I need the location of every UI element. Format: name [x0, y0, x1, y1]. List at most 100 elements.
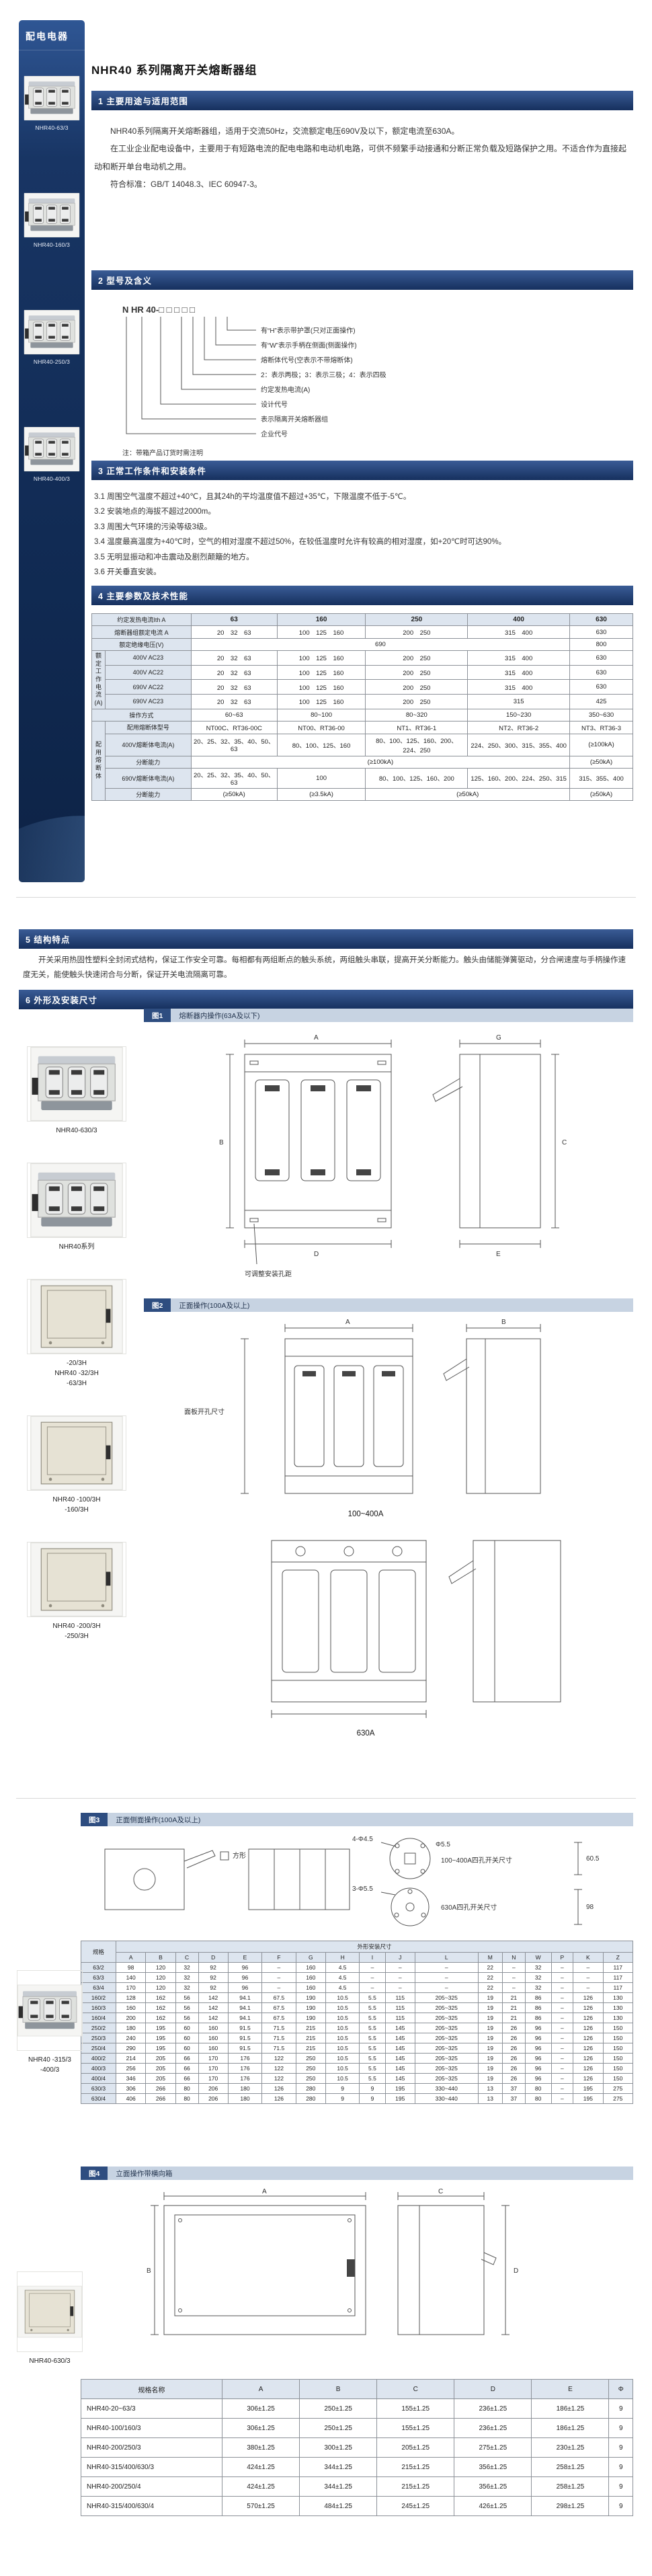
table-cell: 206: [198, 2093, 229, 2104]
table-cell: 250±1.25: [299, 2418, 378, 2438]
table-cell: 250±1.25: [299, 2398, 378, 2419]
table-cell: 20 32 63: [190, 664, 278, 680]
bottom-block: 图3 正面侧面操作(100A及以上) 方形 4-Φ4.5: [0, 1809, 652, 2569]
fig1-text: A B C D E G 可调整安装孔距: [219, 1034, 567, 1278]
table-header-cell: B: [299, 2379, 378, 2399]
table-cell: 142: [198, 1992, 229, 2003]
table-cell: –: [501, 1962, 526, 1973]
table-cell: 19: [477, 1992, 503, 2003]
dim-label: 98: [586, 1904, 594, 1911]
table-cell: 22: [477, 1982, 503, 1993]
table-label-cell: 63/3: [81, 1972, 116, 1983]
holes-label: 4-Φ4.5: [352, 1836, 373, 1843]
table-cell: 26: [501, 2023, 526, 2033]
table-cell: 315 400: [467, 679, 571, 695]
fig3-tag: 图3: [81, 1813, 108, 1826]
sidebar-decoration: [19, 754, 85, 882]
table-cell: 215±1.25: [376, 2476, 455, 2497]
table-label-cell: 熔断器组额定电流 A: [91, 625, 192, 639]
table-cell: 5.5: [359, 2073, 386, 2084]
table-header-cell: Z: [602, 1952, 634, 1963]
table-cell: (≥100kA): [190, 755, 571, 769]
table-cell: 306±1.25: [221, 2418, 300, 2438]
model-label: 表示隔离开关熔断器组: [261, 415, 328, 424]
table-label-cell: NHR40-200/250/3: [81, 2437, 222, 2458]
table-cell: 145: [384, 2053, 415, 2064]
table-cell: 19: [477, 2063, 503, 2074]
table-cell: 356±1.25: [454, 2476, 532, 2497]
table-cell: 92: [198, 1982, 229, 1993]
table-cell: 258±1.25: [531, 2476, 610, 2497]
paragraph: NHR40系列隔离开关熔断器组，适用于交流50Hz，交流额定电压690V及以下，…: [110, 126, 460, 136]
table-header-cell: E: [227, 1952, 263, 1963]
table-cell: 10.5: [325, 2033, 360, 2043]
fig4-tag: 图4: [81, 2167, 108, 2180]
table-cell: 200 250: [365, 664, 468, 680]
fig1-header: 图1 熔断器内操作(63A及以下): [144, 1009, 633, 1022]
table-cell: 117: [602, 1962, 634, 1973]
table-header-cell: A: [115, 1952, 147, 1963]
table-label-cell: 250/2: [81, 2023, 116, 2033]
table-cell: 22: [477, 1962, 503, 1973]
table-cell: 21: [501, 2002, 526, 2013]
table-cell: 186±1.25: [531, 2398, 610, 2419]
table-cell: 155±1.25: [376, 2418, 455, 2438]
table-cell: –: [551, 2073, 574, 2084]
table-cell: 406: [115, 2093, 147, 2104]
table-header-cell: C: [175, 1952, 199, 1963]
dim-label: B: [219, 1139, 224, 1146]
table-cell: 425: [569, 694, 633, 709]
table-header-cell: 160: [276, 613, 366, 626]
table-cell: –: [551, 1982, 574, 1993]
table-header-cell: 规格名称: [81, 2379, 222, 2399]
divider: [16, 897, 636, 898]
table-label-cell: 160/2: [81, 1992, 116, 2003]
table-cell: 236±1.25: [454, 2418, 532, 2438]
table-cell: –: [414, 1972, 479, 1983]
table-cell: 5.5: [359, 2002, 386, 2013]
table-cell: NT2、RT36-2: [467, 720, 571, 734]
table-cell: 86: [524, 1992, 552, 2003]
table-cell: 67.5: [261, 1992, 296, 2003]
table-cell: 128: [115, 1992, 147, 2003]
hole-label: Φ5.5: [436, 1841, 450, 1848]
table-cell: 484±1.25: [299, 2496, 378, 2516]
fig4-header: 图4 立面操作带横向箱: [81, 2167, 633, 2180]
table-cell: 145: [384, 2033, 415, 2043]
product-photo: [24, 310, 80, 354]
table-cell: 20 32 63: [190, 650, 278, 666]
table-cell: 145: [384, 2063, 415, 2074]
table-cell: 344±1.25: [299, 2457, 378, 2477]
table-header-cell: I: [359, 1952, 386, 1963]
table-cell: –: [384, 1962, 415, 1973]
table-cell: 67.5: [261, 2013, 296, 2023]
table-label-cell: 操作方式: [91, 708, 192, 721]
table-cell: 26: [501, 2073, 526, 2084]
table-cell: 214: [115, 2053, 147, 2064]
product-caption: NHR40 -315/3-400/3: [28, 2056, 71, 2074]
table-cell: 130: [602, 2002, 634, 2013]
dim-label: E: [496, 1251, 501, 1258]
model-diagram-text: N HR 40-□ □ □ □ □ 有“H”表示带护罩(只对正面操作) 有“W”…: [122, 305, 386, 457]
table-label-cell: 630/3: [81, 2083, 116, 2094]
table-cell: 315 400: [467, 625, 571, 639]
table-cell: 26: [501, 2063, 526, 2074]
table-cell: 56: [175, 2002, 199, 2013]
section2-heading: 2 型号及含义: [91, 270, 633, 290]
table-cell: 126: [573, 2073, 604, 2084]
table-cell: –: [551, 2013, 574, 2023]
table-cell: 10.5: [325, 2053, 360, 2064]
table-cell: (≥50kA): [190, 787, 278, 801]
table-cell: 126: [261, 2083, 296, 2094]
fig2-lines: [241, 1324, 561, 1718]
model-label: 企业代号: [261, 430, 288, 438]
table-header-cell: 250: [365, 613, 468, 626]
table-header-cell: L: [414, 1952, 479, 1963]
